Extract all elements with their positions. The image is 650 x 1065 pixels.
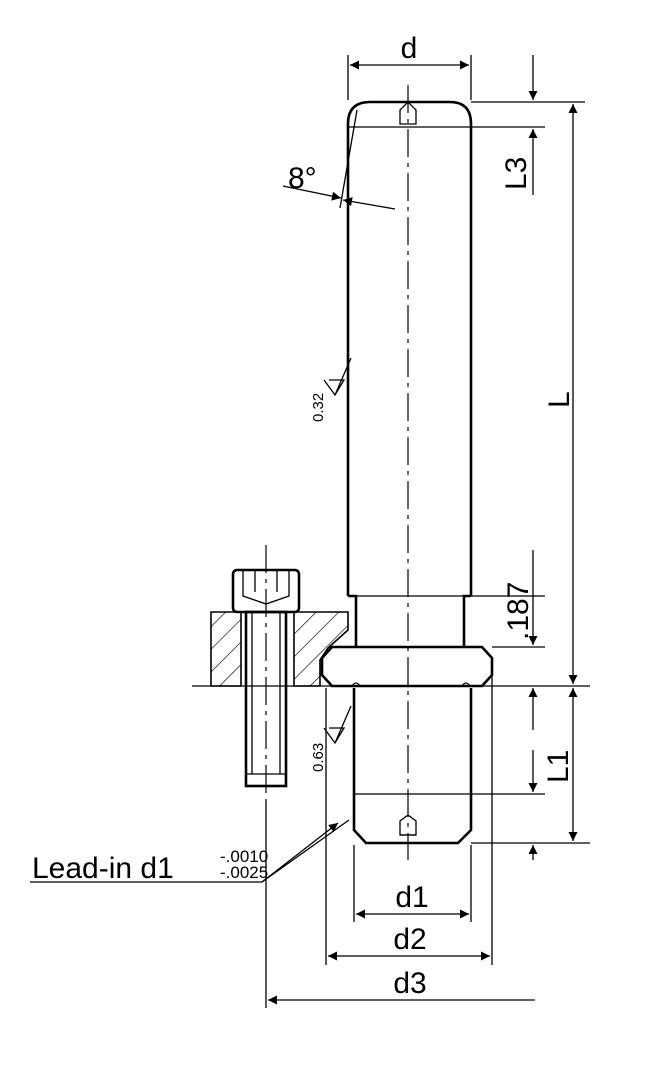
dim-L3: L3 xyxy=(471,55,585,195)
label-L3: L3 xyxy=(500,157,533,190)
dim-d: d xyxy=(347,32,472,100)
dim-d2: d2 xyxy=(325,675,493,965)
label-finish-lower: 0.63 xyxy=(310,743,327,772)
dim-d3: d3 xyxy=(265,800,535,1008)
pin-body xyxy=(320,100,494,845)
label-d2: d2 xyxy=(393,923,426,956)
dim-L: L xyxy=(543,104,578,684)
surface-finish-upper: 0.32 xyxy=(310,357,352,422)
label-angle: 8° xyxy=(288,162,317,195)
dim-L1: L1 xyxy=(471,688,590,860)
label-d1: d1 xyxy=(395,881,428,914)
clamp-assembly xyxy=(210,545,349,800)
lead-in-callout: Lead-in d1 -.0010 -.0025 xyxy=(30,819,350,885)
label-L1: L1 xyxy=(542,750,575,783)
dim-angle: 8° xyxy=(282,109,396,210)
label-tol-upper: -.0010 xyxy=(220,847,268,866)
label-tol-lower: -.0025 xyxy=(220,863,268,882)
surface-finish-lower: 0.63 xyxy=(310,705,352,772)
label-finish-upper: 0.32 xyxy=(310,393,327,422)
dim-d1: d1 xyxy=(353,845,472,922)
label-d: d xyxy=(401,32,418,65)
label-d3: d3 xyxy=(393,967,426,1000)
label-lead-in: Lead-in d1 xyxy=(32,852,174,885)
label-187: .187 xyxy=(502,582,535,640)
dim-187: .187 xyxy=(471,550,545,730)
label-L: L xyxy=(543,391,576,408)
